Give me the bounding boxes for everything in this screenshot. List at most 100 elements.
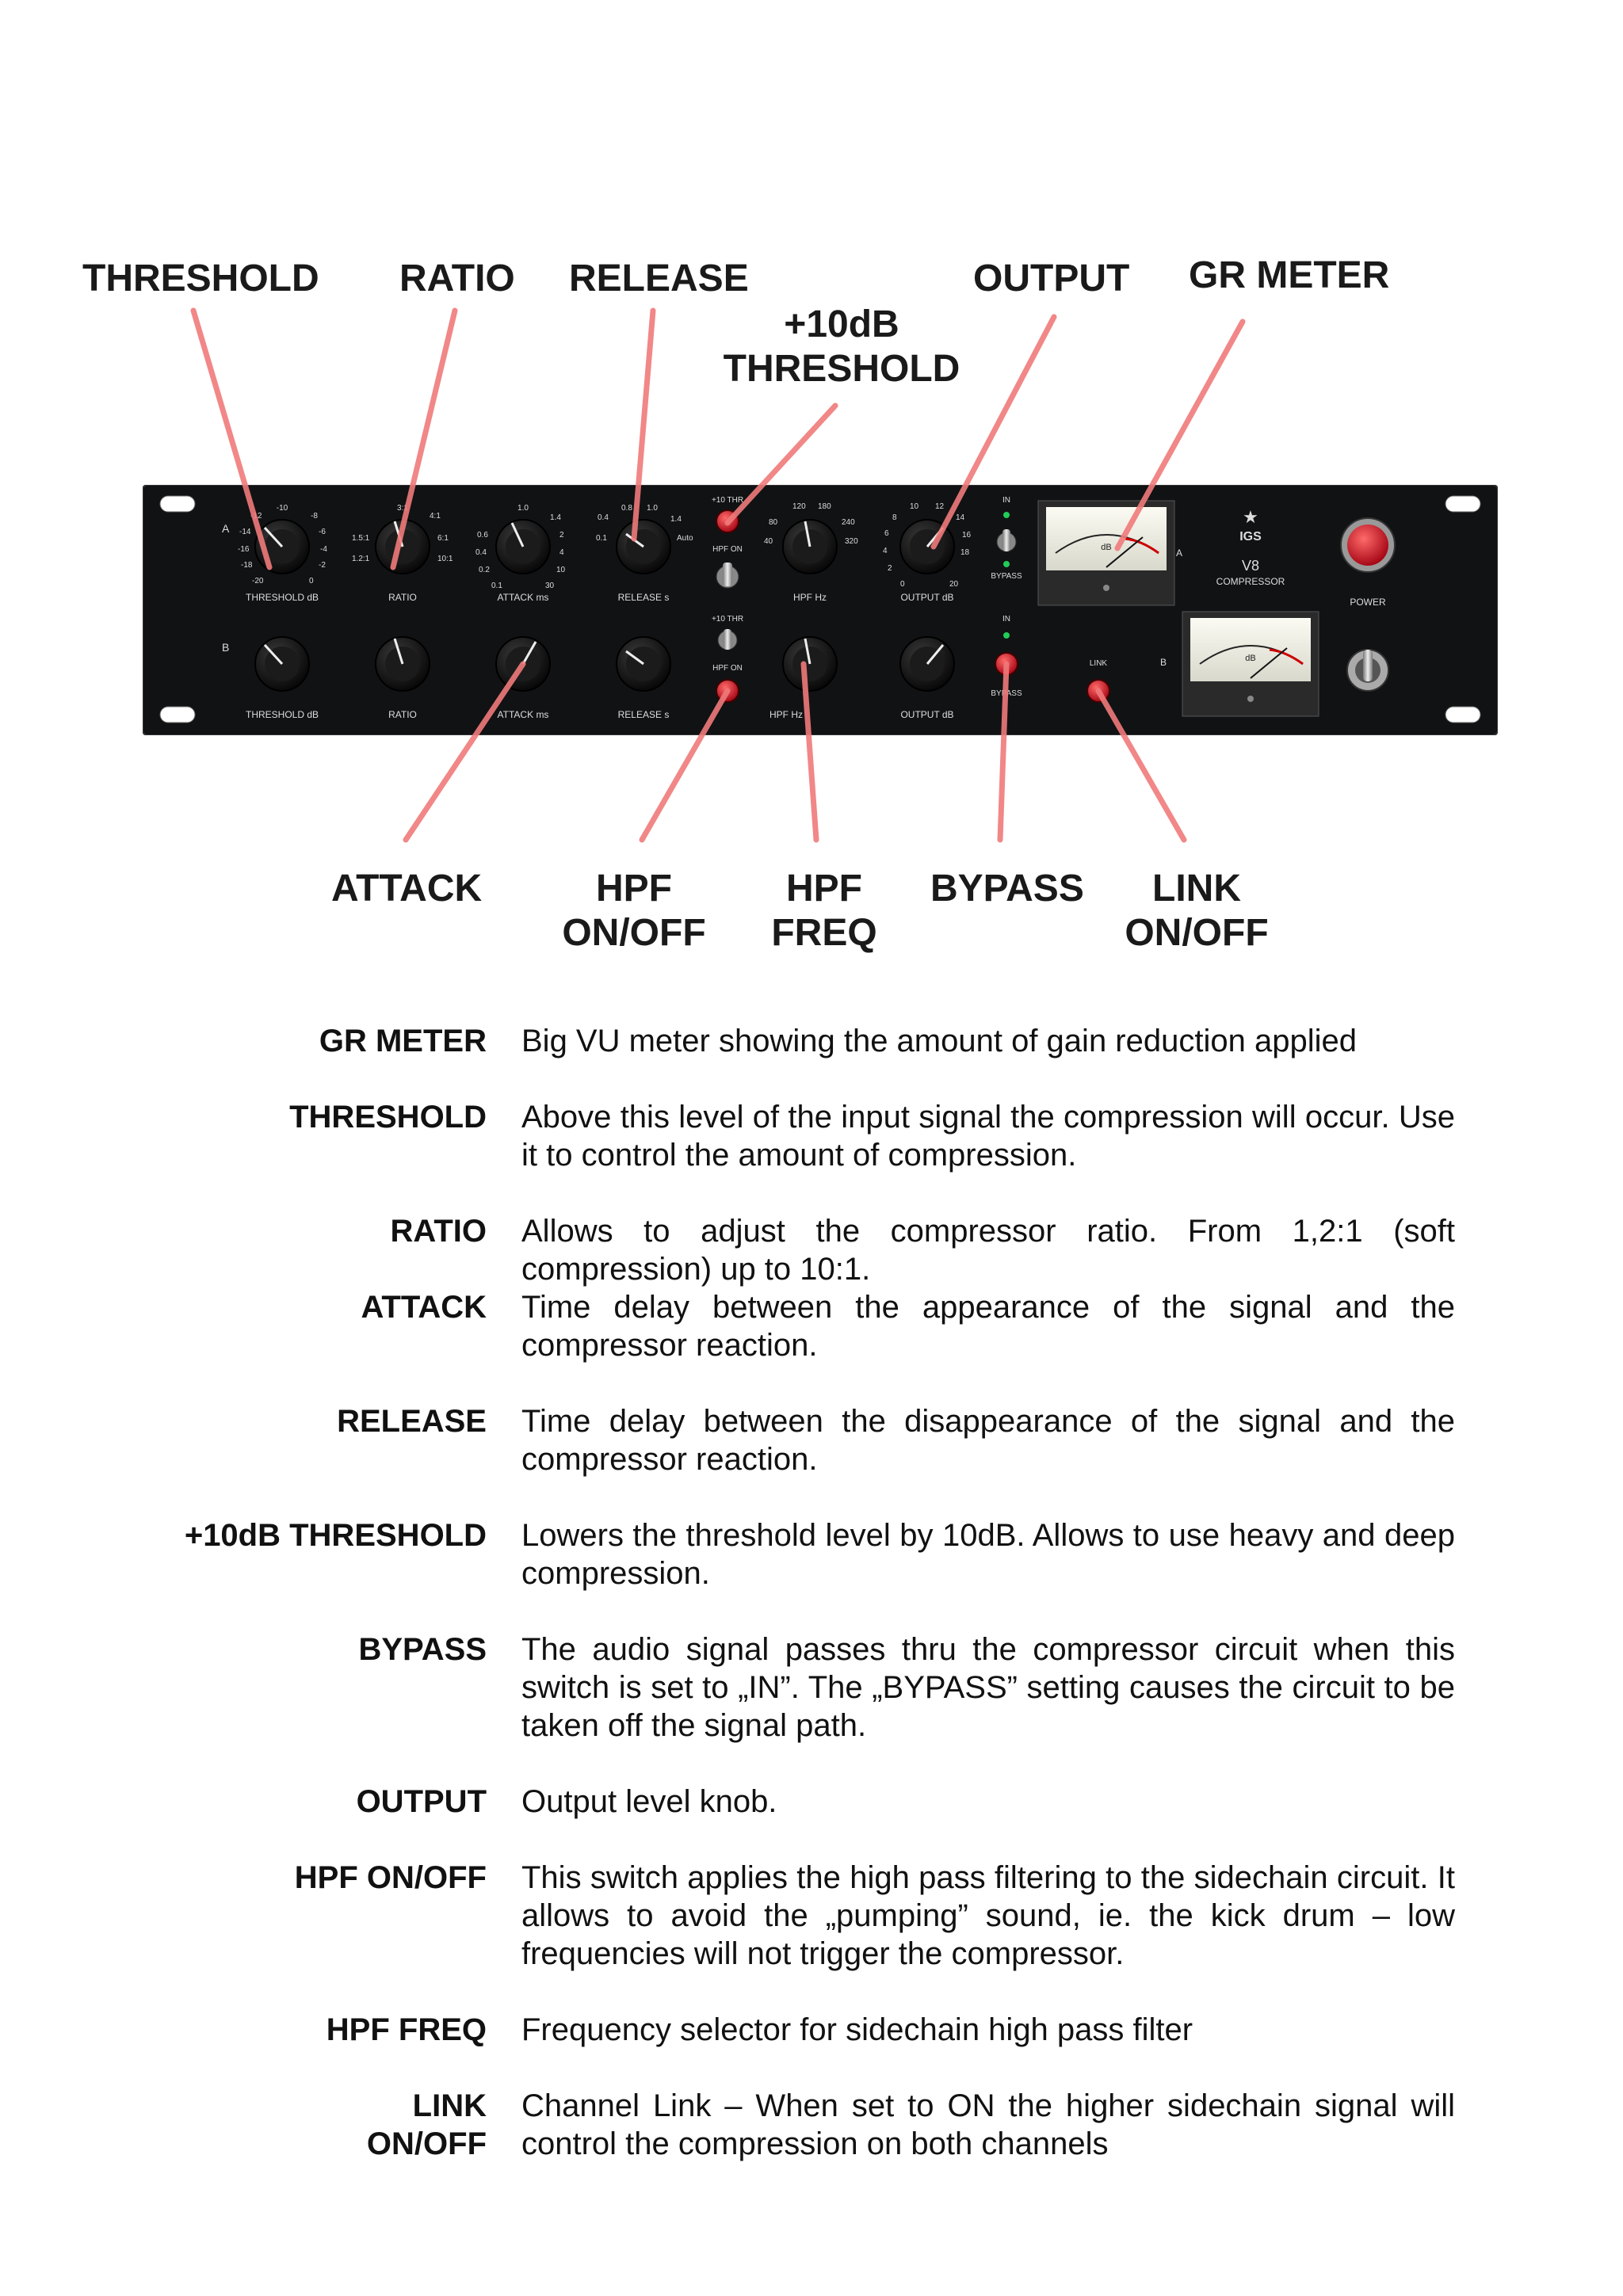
callout-output: OUTPUT: [973, 257, 1130, 299]
callout-hpf-onoff: HPF ON/OFF: [547, 867, 721, 955]
model-name: V8: [1242, 558, 1259, 574]
hpf-freq-knob-b[interactable]: [782, 636, 838, 692]
ratio-tick: 4:1: [430, 512, 441, 521]
desc-text: Allows to adjust the compressor ratio. F…: [521, 1214, 1455, 1287]
output-knob-a[interactable]: [899, 519, 955, 574]
power-button[interactable]: [1340, 517, 1396, 573]
ratio-tick: 1.5:1: [352, 534, 370, 543]
brand-logo: IGS: [1239, 530, 1262, 543]
attack-tick: 2: [559, 531, 564, 540]
link-button[interactable]: [1086, 679, 1110, 703]
bypass-button-b[interactable]: [995, 652, 1018, 676]
threshold-tick: 0: [309, 577, 314, 585]
callout-thr10-line1: +10dB: [784, 303, 899, 345]
rack-slot: [159, 495, 196, 513]
desc-term: HPF ON/OFF: [294, 1860, 487, 1895]
attack-tick: 10: [556, 566, 566, 574]
meter-unit-b: dB: [1245, 654, 1255, 663]
ratio-knob-b[interactable]: [375, 636, 430, 692]
hpf-tick: 120: [792, 502, 806, 511]
callout-hpf-onoff-line1: HPF: [596, 868, 672, 910]
hpf-freq-knob-a[interactable]: [782, 519, 838, 574]
threshold-tick: -16: [238, 545, 250, 554]
desc-term: BYPASS: [358, 1632, 487, 1667]
thr10-label-b: +10 THR: [712, 615, 743, 624]
desc-text: Time delay between the appearance of the…: [521, 1290, 1455, 1363]
meter-unit-a: dB: [1101, 543, 1111, 552]
release-label-a: RELEASE s: [618, 592, 670, 603]
in-label-a: IN: [1002, 496, 1010, 505]
output-knob-b[interactable]: [899, 636, 955, 692]
desc-text: Frequency selector for sidechain high pa…: [521, 2012, 1193, 2047]
attack-tick: 30: [545, 582, 555, 590]
desc-term: LINK ON/OFF: [366, 2088, 487, 2161]
output-tick: 16: [962, 531, 972, 540]
release-knob-a[interactable]: [616, 519, 671, 574]
desc-text: Output level knob.: [521, 1784, 777, 1819]
in-label-b: IN: [1002, 615, 1010, 624]
threshold-tick: -12: [250, 512, 262, 521]
callout-thr10: +10dB THRESHOLD: [723, 303, 960, 391]
desc-term: +10dB THRESHOLD: [184, 1518, 487, 1553]
attack-tick: 0.4: [475, 548, 487, 557]
bypass-led-a: [1003, 561, 1010, 567]
threshold-tick: -4: [320, 545, 327, 554]
desc-term: RELEASE: [337, 1404, 487, 1439]
attack-tick: 1.0: [517, 504, 529, 513]
attack-tick: 4: [559, 548, 564, 557]
hpf-tick: 240: [842, 518, 855, 527]
thr10-button-a[interactable]: [716, 509, 739, 533]
desc-text: Time delay between the disappearance of …: [521, 1404, 1455, 1477]
output-label-a: OUTPUT dB: [900, 592, 953, 603]
callout-hpf-freq-line2: FREQ: [771, 912, 877, 954]
ratio-label-b: RATIO: [388, 709, 417, 720]
desc-text: Lowers the threshold level by 10dB. Allo…: [521, 1518, 1455, 1591]
desc-term: GR METER: [319, 1024, 487, 1058]
thr10-label-a: +10 THR: [712, 496, 743, 505]
output-label-b: OUTPUT dB: [900, 709, 953, 720]
attack-knob-b[interactable]: [495, 636, 551, 692]
hpf-on-button-b[interactable]: [716, 679, 739, 703]
hpf-on-label-b: HPF ON: [712, 664, 743, 673]
release-tick: 1.4: [670, 515, 682, 524]
ratio-tick: 3:1: [397, 504, 408, 513]
hpf-tick: 80: [769, 518, 778, 527]
hpf-on-label-a: HPF ON: [712, 545, 743, 554]
ratio-knob-a[interactable]: [375, 519, 430, 574]
attack-tick: 0.2: [479, 566, 490, 574]
output-tick: 4: [883, 547, 888, 555]
output-tick: 14: [956, 513, 965, 522]
threshold-knob-b[interactable]: [254, 636, 310, 692]
ratio-tick: 1.2:1: [352, 555, 370, 563]
callout-link-line2: ON/OFF: [1125, 912, 1269, 954]
desc-text: Big VU meter showing the amount of gain …: [521, 1024, 1357, 1058]
channel-b-label: B: [222, 641, 229, 654]
desc-term: HPF FREQ: [326, 2012, 487, 2047]
threshold-tick: -10: [277, 504, 288, 513]
thr10-toggle-b[interactable]: [717, 629, 738, 650]
release-tick: 0.4: [598, 513, 609, 522]
callout-release: RELEASE: [569, 257, 749, 299]
output-tick: 0: [900, 580, 905, 589]
output-tick: 12: [935, 502, 945, 511]
power-toggle[interactable]: [1346, 649, 1389, 692]
model-subtitle: COMPRESSOR: [1216, 576, 1285, 587]
callout-attack: ATTACK: [331, 868, 483, 910]
attack-tick: 0.6: [477, 531, 488, 540]
threshold-label-b: THRESHOLD dB: [246, 709, 319, 720]
desc-term: OUTPUT: [356, 1784, 487, 1819]
hpf-toggle-a[interactable]: [716, 563, 739, 589]
release-knob-b[interactable]: [616, 636, 671, 692]
threshold-knob-a[interactable]: [254, 519, 310, 574]
desc-term: THRESHOLD: [289, 1100, 487, 1135]
gr-meter-b: dB: [1182, 611, 1319, 717]
ratio-tick: 6:1: [437, 534, 449, 543]
desc-term: RATIO: [390, 1214, 487, 1249]
output-tick: 6: [884, 529, 889, 538]
desc-term: ATTACK: [361, 1290, 487, 1325]
release-tick: Auto: [677, 534, 693, 543]
callout-hpf-freq-line1: HPF: [786, 868, 862, 910]
threshold-tick: -6: [319, 528, 326, 536]
threshold-tick: -8: [311, 512, 318, 521]
attack-knob-a[interactable]: [495, 519, 551, 574]
